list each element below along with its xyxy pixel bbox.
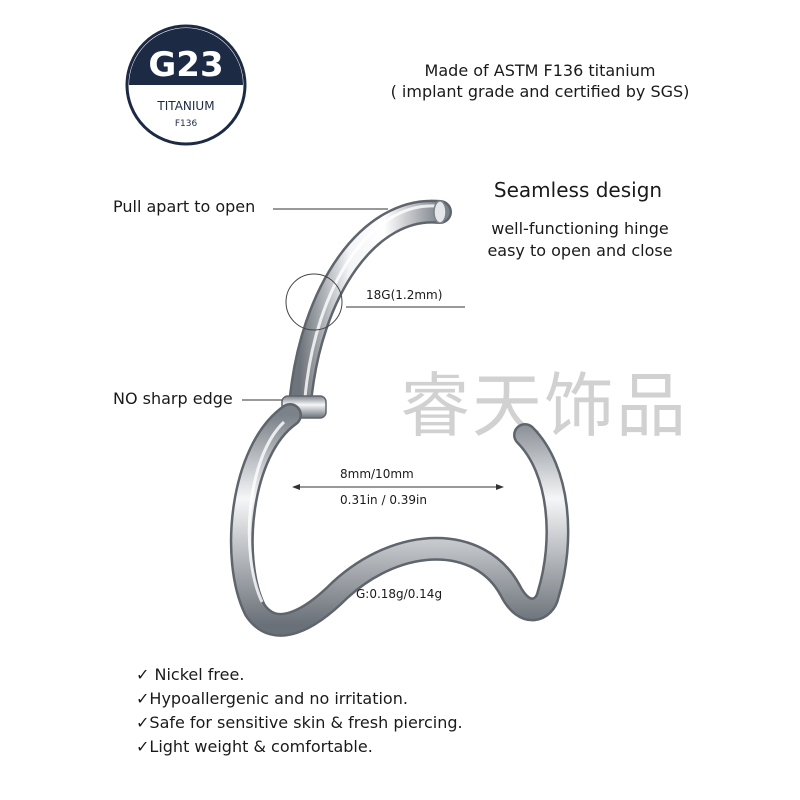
hinge-line-2: easy to open and close bbox=[487, 241, 673, 260]
hinge-description: well-functioning hinge easy to open and … bbox=[470, 218, 690, 262]
feature-item: ✓Safe for sensitive skin & fresh piercin… bbox=[136, 713, 463, 732]
no-sharp-edge-label: NO sharp edge bbox=[113, 389, 233, 408]
feature-item: ✓Hypoallergenic and no irritation. bbox=[136, 689, 408, 708]
weight-label: G:0.18g/0.14g bbox=[356, 587, 443, 601]
hinge-line-1: well-functioning hinge bbox=[491, 219, 669, 238]
hinge-arm bbox=[288, 199, 452, 417]
size-mm-label: 8mm/10mm bbox=[340, 467, 414, 481]
seamless-design-title: Seamless design bbox=[493, 178, 663, 202]
size-in-label: 0.31in / 0.39in bbox=[340, 493, 427, 507]
size-arrow-left bbox=[292, 484, 300, 490]
badge-grade: G23 bbox=[148, 45, 223, 85]
material-line-1: Made of ASTM F136 titanium bbox=[424, 61, 656, 80]
g23-titanium-badge: G23 TITANIUM F136 bbox=[125, 24, 247, 146]
material-line-2: ( implant grade and certified by SGS) bbox=[390, 82, 690, 101]
feature-item: ✓ Nickel free. bbox=[136, 665, 245, 684]
size-arrow-right bbox=[496, 484, 504, 490]
ring-body bbox=[229, 403, 570, 637]
badge-standard: F136 bbox=[175, 119, 198, 129]
feature-item: ✓Light weight & comfortable. bbox=[136, 737, 373, 756]
pull-apart-label: Pull apart to open bbox=[113, 197, 256, 216]
gauge-magnifier bbox=[285, 273, 343, 331]
material-note: Made of ASTM F136 titanium ( implant gra… bbox=[380, 60, 700, 102]
gauge-label: 18G(1.2mm) bbox=[366, 288, 443, 302]
feature-list: ✓ Nickel free. ✓Hypoallergenic and no ir… bbox=[136, 663, 463, 759]
watermark: 睿天饰品 bbox=[400, 365, 688, 447]
badge-material: TITANIUM bbox=[156, 99, 214, 113]
